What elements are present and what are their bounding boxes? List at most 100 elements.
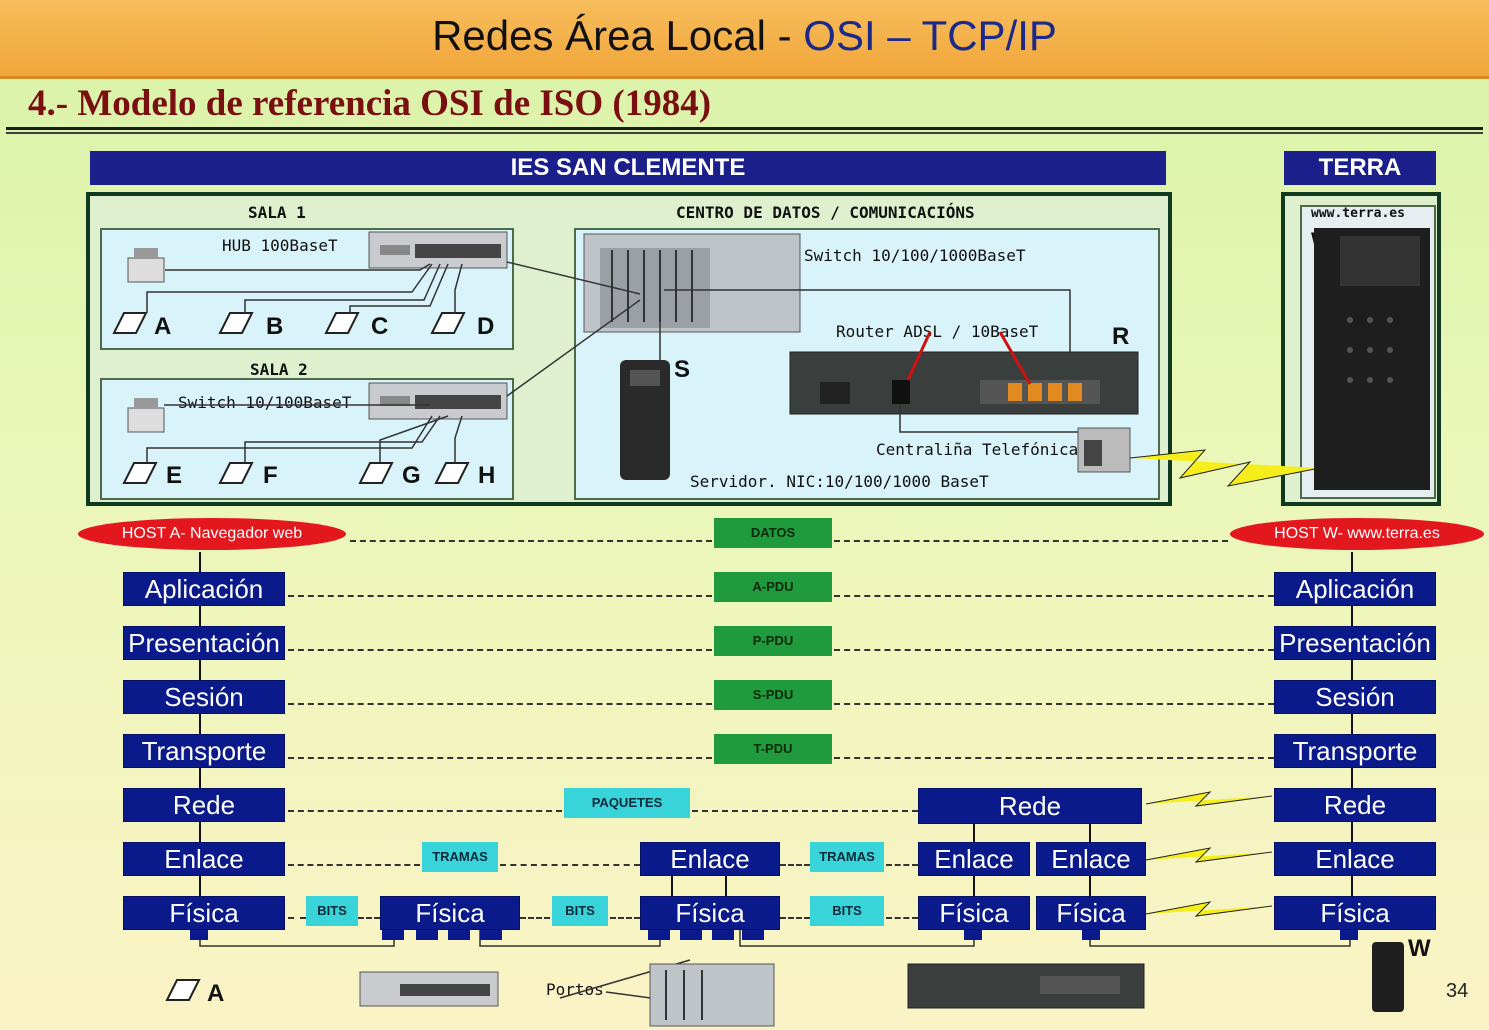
router-rede: Rede bbox=[918, 788, 1142, 824]
letter-h: H bbox=[478, 462, 496, 489]
lightning-icon bbox=[1129, 449, 1321, 487]
ies-header: IES SAN CLEMENTE bbox=[90, 151, 1166, 185]
main-switch-icon bbox=[583, 233, 801, 333]
laptop-icons bbox=[112, 312, 470, 1001]
trans-line-left bbox=[288, 757, 712, 759]
letter-r: R bbox=[1112, 323, 1130, 350]
app-line-right bbox=[834, 595, 1274, 597]
pdu-t: T-PDU bbox=[714, 734, 832, 764]
letter-a: A bbox=[154, 313, 172, 340]
bottom-hub-icon bbox=[359, 971, 499, 1007]
divider-line bbox=[6, 127, 1483, 130]
ses-line-right bbox=[834, 703, 1274, 705]
trans-line-right bbox=[834, 757, 1274, 759]
switch-enlace: Enlace bbox=[640, 842, 780, 876]
pdu-s: S-PDU bbox=[714, 680, 832, 710]
host-w-sesion: Sesión bbox=[1274, 680, 1436, 714]
pdu-p: P-PDU bbox=[714, 626, 832, 656]
switch-main-label: Switch 10/100/1000BaseT bbox=[804, 246, 1026, 265]
enlace-line-3 bbox=[780, 864, 810, 866]
host-a-enlace: Enlace bbox=[123, 842, 285, 876]
phone-wire bbox=[899, 404, 1080, 433]
sala1-label: SALA 1 bbox=[248, 203, 306, 222]
letter-a-bottom: A bbox=[207, 980, 225, 1007]
enlace-line-1 bbox=[288, 864, 420, 866]
rede-line-right bbox=[692, 810, 918, 812]
host-a-transporte: Transporte bbox=[123, 734, 285, 768]
centralita-label: Centraliña Telefónica bbox=[876, 440, 1079, 459]
router-fisica-lan: Física bbox=[918, 896, 1030, 930]
enlace-line-2 bbox=[500, 864, 640, 866]
letter-b: B bbox=[266, 313, 284, 340]
centralita-icon bbox=[1077, 427, 1131, 473]
fisica-line-1 bbox=[288, 917, 306, 919]
server-icon bbox=[620, 360, 670, 480]
title-bar bbox=[0, 0, 1489, 79]
fisica-line-5 bbox=[780, 917, 810, 919]
terra-server-icon bbox=[1314, 228, 1430, 490]
printer-icon-2 bbox=[127, 398, 165, 433]
pdu-a: A-PDU bbox=[714, 572, 832, 602]
pres-line-right bbox=[834, 649, 1274, 651]
sala1-wires bbox=[146, 263, 463, 463]
rede-line-left bbox=[288, 810, 562, 812]
servidor-label: Servidor. NIC:10/100/1000 BaseT bbox=[690, 472, 989, 491]
host-w-badge: HOST W- www.terra.es bbox=[1230, 518, 1484, 550]
letter-e: E bbox=[166, 462, 183, 489]
host-w-rede: Rede bbox=[1274, 788, 1436, 822]
bottom-server-icon bbox=[1372, 942, 1404, 1012]
letter-g: G bbox=[402, 462, 421, 489]
switch2-label: Switch 10/100BaseT bbox=[178, 393, 352, 412]
host-w-enlace: Enlace bbox=[1274, 842, 1436, 876]
router-arrows bbox=[906, 331, 1032, 385]
letter-c: C bbox=[371, 313, 389, 340]
bottom-router-icon bbox=[907, 963, 1145, 1009]
host-a-fisica: Física bbox=[123, 896, 285, 930]
pdu-bits-3: BITS bbox=[810, 896, 884, 926]
letter-f: F bbox=[263, 462, 278, 489]
router-label: Router ADSL / 10BaseT bbox=[836, 322, 1039, 341]
www-label: www.terra.es bbox=[1311, 206, 1405, 221]
letter-s: S bbox=[674, 356, 691, 383]
title-right: OSI – TCP/IP bbox=[803, 12, 1057, 59]
page-number: 34 bbox=[1446, 980, 1469, 1002]
pdu-paquetes: PAQUETES bbox=[564, 788, 690, 818]
switch-fisica: Física bbox=[640, 896, 780, 930]
router-fisica-wan: Física bbox=[1036, 896, 1146, 930]
app-line-left bbox=[288, 595, 712, 597]
printer-icon bbox=[127, 248, 165, 283]
host-a-presentacion: Presentación bbox=[123, 626, 285, 660]
slide-subtitle: 4.- Modelo de referencia OSI de ISO (198… bbox=[28, 83, 712, 124]
terra-header: TERRA bbox=[1284, 151, 1436, 185]
fisica-line-3 bbox=[520, 917, 550, 919]
host-a-sesion: Sesión bbox=[123, 680, 285, 714]
lightning-layers bbox=[1145, 791, 1273, 917]
switch2-icon bbox=[368, 382, 508, 420]
host-a-rede: Rede bbox=[123, 788, 285, 822]
port-boxes bbox=[190, 928, 1358, 940]
datos-line-left bbox=[350, 540, 712, 542]
host-w-aplicacion: Aplicación bbox=[1274, 572, 1436, 606]
title-left: Redes Área Local - bbox=[432, 12, 804, 59]
divider-line-2 bbox=[6, 132, 1483, 134]
ses-line-left bbox=[288, 703, 712, 705]
pres-line-left bbox=[288, 649, 712, 651]
host-w-fisica: Física bbox=[1274, 896, 1436, 930]
pdu-bits-1: BITS bbox=[306, 896, 358, 926]
fisica-line-2 bbox=[358, 917, 380, 919]
uplink-wires bbox=[506, 261, 1071, 397]
datos-line-right bbox=[834, 540, 1228, 542]
bottom-switch-icon bbox=[649, 963, 775, 1027]
fisica-line-6 bbox=[886, 917, 918, 919]
letter-d: D bbox=[477, 313, 495, 340]
portos-label: Portos bbox=[546, 980, 604, 999]
router-enlace-wan: Enlace bbox=[1036, 842, 1146, 876]
hub-icon bbox=[368, 231, 508, 269]
router-enlace-lan: Enlace bbox=[918, 842, 1030, 876]
pdu-tramas-2: TRAMAS bbox=[810, 842, 884, 872]
pdu-datos: DATOS bbox=[714, 518, 832, 548]
fisica-line-4 bbox=[610, 917, 640, 919]
pdu-tramas-1: TRAMAS bbox=[422, 842, 498, 872]
hub-label: HUB 100BaseT bbox=[222, 236, 338, 255]
enlace-line-4 bbox=[886, 864, 918, 866]
